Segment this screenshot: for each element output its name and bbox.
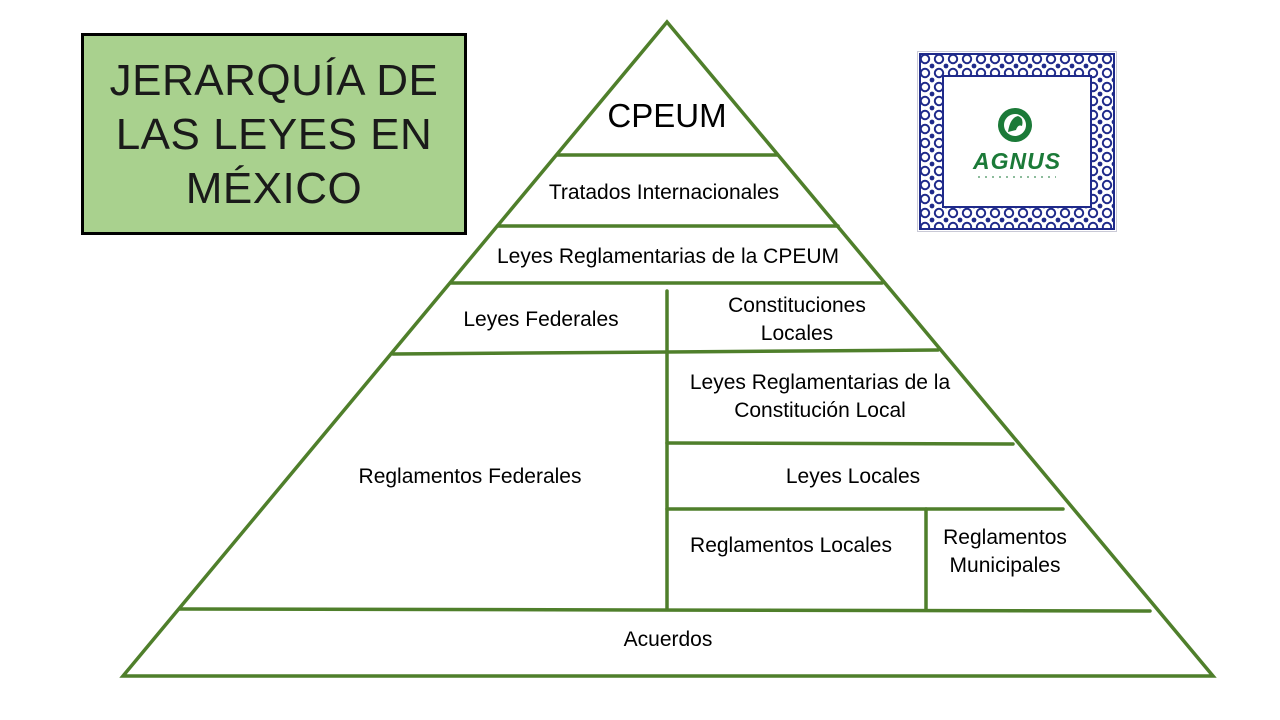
level-leyes-reglamentarias-cpeum: Leyes Reglamentarias de la CPEUM [497, 245, 839, 268]
level-acuerdos: Acuerdos [623, 628, 713, 651]
level-leyes-locales: Leyes Locales [785, 465, 921, 488]
level-reglamentos-locales: Reglamentos Locales [690, 534, 892, 557]
level-reglamentos-municipales: Reglamentos Municipales [943, 526, 1067, 577]
level-leyes-reglamentarias-locales: Leyes Reglamentarias de la Constitución … [689, 371, 951, 422]
title-box: JERARQUÍA DE LAS LEYES EN MÉXICO [81, 33, 467, 235]
agnus-logo-icon: AGNUS [917, 51, 1117, 232]
level-tratados-internacionales: Tratados Internacionales [548, 181, 780, 204]
pyramid-outline [119, 19, 1217, 678]
divider-reglamentarias-locales [665, 441, 1015, 446]
level-leyes-federales: Leyes Federales [463, 308, 619, 331]
svg-text:AGNUS: AGNUS [972, 148, 1061, 174]
divider-acuerdos [178, 607, 1152, 613]
diagram-title: JERARQUÍA DE LAS LEYES EN MÉXICO [109, 56, 439, 213]
level-cpeum: CPEUM [607, 97, 727, 134]
level-reglamentos-federales: Reglamentos Federales [358, 465, 582, 488]
level-constituciones-locales: Constituciones Locales [728, 294, 866, 345]
